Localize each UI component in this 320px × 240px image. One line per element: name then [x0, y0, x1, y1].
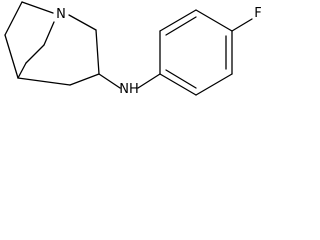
bond-ch2-top-c-left — [4, 1, 23, 36]
bond-c-mid-bridgehead — [17, 62, 27, 79]
bond-ch2-mid-c-mid — [25, 44, 45, 64]
ring-double-bond-3 — [165, 69, 197, 89]
bond-c3-nh — [98, 73, 121, 89]
bond-c4-bridgehead — [17, 77, 71, 86]
bond-c3-c4 — [69, 73, 100, 86]
bond-c-f — [231, 18, 253, 32]
atom-label-n1: N — [56, 7, 66, 22]
bond-n1-ch2-top — [21, 1, 54, 14]
ring-bond-3 — [195, 9, 233, 32]
bond-n1-ch2-mid — [43, 21, 55, 46]
atom-label-nh: NH — [119, 82, 139, 97]
molecule-structure-diagram: N NH F — [4, 1, 262, 97]
ring-bond-6 — [159, 73, 197, 96]
fluorophenyl-ring — [159, 9, 233, 96]
ring-bond-5 — [195, 73, 233, 96]
atom-label-f: F — [254, 6, 261, 21]
quinuclidine-cage — [4, 1, 100, 86]
ring-double-bond-1 — [165, 16, 197, 36]
ring-bond-2 — [159, 9, 197, 32]
bond-ch2-right-c3 — [95, 29, 100, 75]
bond-nh-ring — [137, 73, 161, 89]
bond-n1-ch2-right — [68, 14, 97, 31]
bond-c-left-bridgehead — [4, 34, 19, 79]
